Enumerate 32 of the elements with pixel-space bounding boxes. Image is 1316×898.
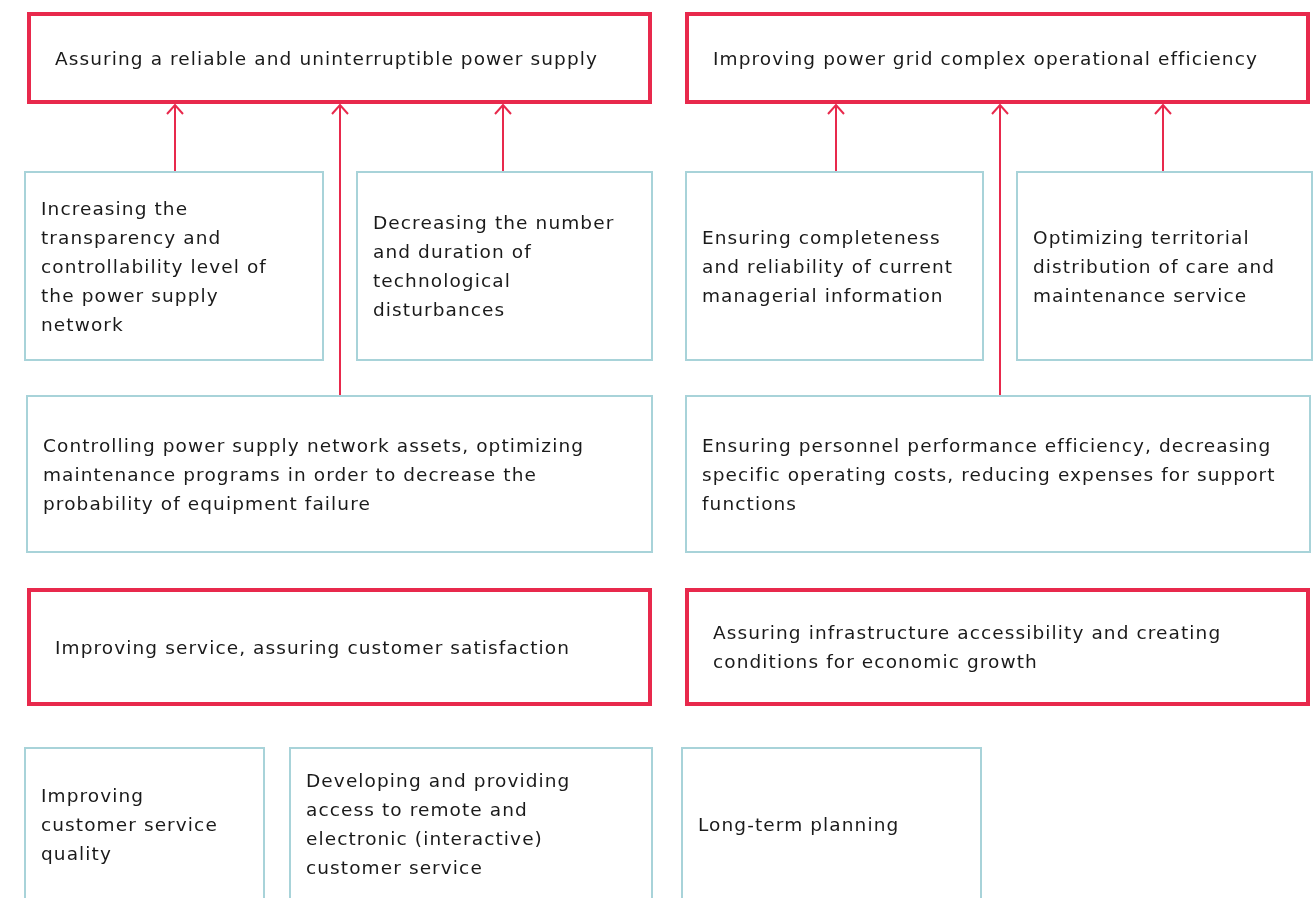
goal-box <box>685 588 1310 706</box>
box-text: Developing and providing access to remote and electronic (interactive) customer service <box>306 769 572 880</box>
task-box <box>685 395 1311 553</box>
task-box <box>24 171 324 361</box>
box-text: Assuring infrastructure accessibility and creating conditions for economic growth <box>713 621 1223 674</box>
box-text: Controlling power supply network assets, optimizing maintenance programs in order to decrease the probability of equipment failure <box>43 433 586 516</box>
box-text: Ensuring completeness and reliability of current managerial information <box>702 225 955 308</box>
arrow <box>827 104 845 172</box>
box-text: Optimizing territorial distribution of care and maintenance service <box>1033 225 1277 308</box>
task-box <box>1016 171 1313 361</box>
box-text: Long-term planning <box>698 812 900 837</box>
box-text: Increasing the transparency and controllability level of the power supply network <box>41 196 268 337</box>
task-box <box>26 395 653 553</box>
arrow <box>1154 104 1172 172</box>
arrow <box>991 104 1009 396</box>
task-box <box>289 747 653 898</box>
goal-box <box>27 588 652 706</box>
box-text: Improving customer service quality <box>41 783 219 866</box>
goal-box <box>27 12 652 104</box>
box-text: Assuring a reliable and uninterruptible power supply <box>55 46 599 71</box>
goal-box <box>685 12 1310 104</box>
arrow <box>494 104 512 172</box>
task-box <box>24 747 265 898</box>
box-text: Decreasing the number and duration of technological disturbances <box>373 211 616 322</box>
box-text: Ensuring personnel performance efficiency, decreasing specific operating costs, reducing expenses for support functions <box>702 433 1277 516</box>
arrow <box>166 104 184 172</box>
box-text: Improving service, assuring customer satisfaction <box>55 635 570 660</box>
arrow <box>331 104 349 396</box>
box-text: Improving power grid complex operational efficiency <box>713 46 1258 71</box>
task-box <box>681 747 982 898</box>
task-box <box>685 171 984 361</box>
task-box <box>356 171 653 361</box>
